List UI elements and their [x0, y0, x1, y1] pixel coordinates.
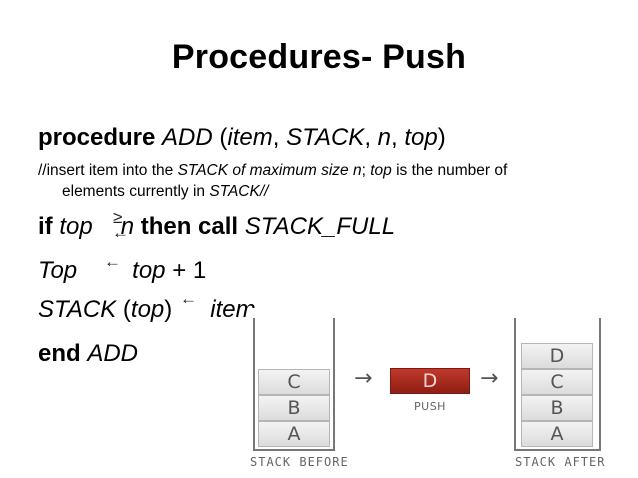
comment-italic: top	[370, 162, 392, 179]
stack-before-cell: C	[258, 369, 330, 395]
end-keyword: end	[38, 340, 81, 367]
top-rhs-var: top	[132, 257, 166, 284]
stack-after-cell: C	[521, 369, 593, 395]
comment-line-1: //insert item into the STACK of maximum …	[38, 162, 507, 180]
procedure-keyword: procedure	[38, 124, 156, 151]
if-var: top	[59, 213, 93, 240]
stack-after-wall-left	[514, 318, 516, 450]
plus-one: + 1	[165, 257, 207, 284]
stack-before-base	[253, 449, 335, 451]
comment-text: elements currently in	[62, 183, 210, 200]
stack-before-cell: A	[258, 421, 330, 447]
stack-var: STACK	[38, 296, 117, 323]
stack-after-cell: A	[521, 421, 593, 447]
comment-text: //insert item into the	[38, 162, 178, 179]
comma: ,	[272, 124, 287, 151]
stack-before-wall-right	[333, 318, 335, 450]
arg-n: n	[377, 124, 392, 151]
comment-line-2: elements currently in STACK//	[62, 183, 268, 201]
right-arrow-icon: →	[354, 366, 373, 391]
assign-arrow-icon: ←	[180, 289, 197, 308]
right-arrow-icon: →	[480, 366, 499, 391]
stack-after-cell: D	[521, 343, 593, 369]
arg-item: item	[227, 124, 273, 151]
item-var: item	[210, 296, 256, 323]
stack-full-call: STACK_FULL	[244, 213, 396, 240]
procedure-name: ADD	[162, 124, 213, 151]
slide-title: Procedures- Push	[171, 38, 467, 76]
comment-text: is the number of	[391, 162, 508, 179]
top-var: Top	[38, 257, 78, 284]
assign-arrow-icon: ←	[104, 252, 121, 271]
push-item: D	[390, 368, 470, 394]
comma: ,	[391, 124, 405, 151]
arg-top: top	[404, 124, 438, 151]
end-line: end ADD	[38, 340, 138, 368]
comment-italic: STACK of maximum size n	[177, 162, 362, 179]
if-n: n	[120, 213, 135, 240]
if-keyword: if	[38, 213, 60, 240]
top-increment-line: Top top + 1	[38, 257, 206, 285]
paren-open: (	[116, 296, 131, 323]
greater-equal-symbol: ≥	[113, 208, 123, 227]
comment-italic: STACK//	[209, 183, 269, 200]
caption-after: STACK AFTER	[515, 455, 606, 469]
procedure-header: procedure ADD (item, STACK, n, top)	[38, 124, 446, 152]
stack-after-base	[514, 449, 601, 451]
stack-before-wall-left	[253, 318, 255, 450]
diagram-mask	[250, 308, 360, 348]
arg-stack: STACK	[286, 124, 365, 151]
stack-after-cell: B	[521, 395, 593, 421]
stack-index: top	[130, 296, 165, 323]
paren-close: )	[437, 124, 446, 151]
comma: ,	[364, 124, 378, 151]
stack-after-wall-right	[599, 318, 601, 450]
end-name: ADD	[87, 340, 139, 367]
then-keyword: then call	[134, 213, 245, 240]
left-arrow-icon: ←	[112, 223, 129, 242]
stack-assign-line: STACK (top) item	[38, 296, 256, 324]
paren-open: (	[212, 124, 228, 151]
comment-text: ;	[361, 162, 371, 179]
caption-before: STACK BEFORE	[250, 455, 349, 469]
paren-close: )	[164, 296, 173, 323]
stack-before-cell: B	[258, 395, 330, 421]
push-label: PUSH	[414, 400, 446, 413]
